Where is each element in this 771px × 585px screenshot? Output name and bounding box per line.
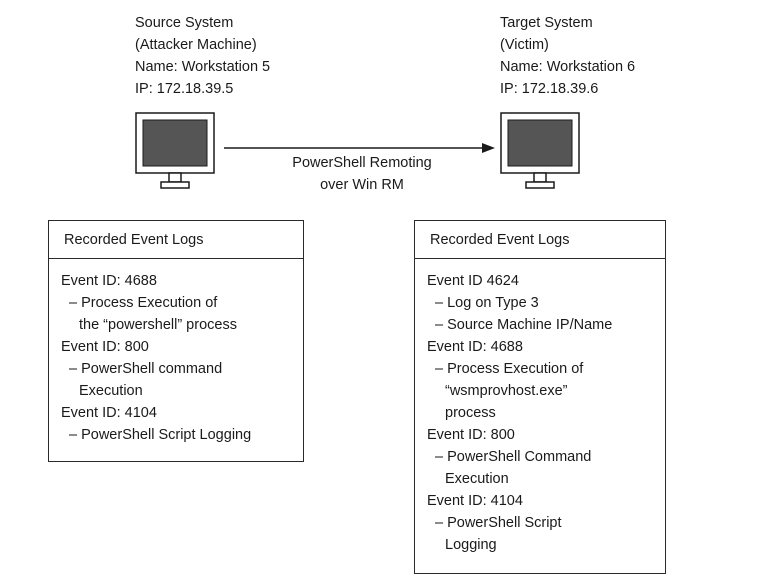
arrow-right-icon [224,143,495,153]
target-system-ip: IP: 172.18.39.6 [500,81,599,97]
source-event-log-box: Recorded Event Logs Event ID: 4688 – Pro… [48,220,304,462]
event-id-line: Event ID 4624 [427,273,519,289]
event-id-line: Event ID: 800 [61,339,149,355]
connection-label-line: over Win RM [320,177,404,193]
event-detail-line: Execution [79,383,143,399]
event-id-line: Event ID: 4104 [427,493,523,509]
source-monitor-icon [135,112,215,189]
target-log-body: Event ID 4624 – Log on Type 3 – Source M… [415,259,665,556]
event-detail-line: – Source Machine IP/Name [435,317,613,333]
target-system-role: (Victim) [500,37,549,53]
source-system-title: Source System [135,15,234,31]
source-system-ip: IP: 172.18.39.5 [135,81,234,97]
source-system-label: Source System (Attacker Machine) Name: W… [135,12,270,100]
event-id-line: Event ID: 800 [427,427,515,443]
target-log-header: Recorded Event Logs [415,221,665,259]
event-detail-line: Execution [445,471,509,487]
event-detail-line: process [445,405,496,421]
connection-label: PowerShell Remoting over Win RM [262,152,462,196]
target-event-log-box: Recorded Event Logs Event ID 4624 – Log … [414,220,666,574]
connection-label-line: PowerShell Remoting [292,155,432,171]
event-detail-line: – PowerShell Script [435,515,562,531]
source-system-name: Name: Workstation 5 [135,59,271,75]
target-system-title: Target System [500,15,593,31]
event-detail-line: – Process Execution of [435,361,584,377]
source-log-header: Recorded Event Logs [49,221,303,259]
event-detail-line: – Process Execution of [69,295,218,311]
source-system-role: (Attacker Machine) [135,37,257,53]
event-id-line: Event ID: 4688 [61,273,157,289]
event-detail-line: – PowerShell Script Logging [69,427,252,443]
event-detail-line: Logging [445,537,497,553]
event-detail-line: – Log on Type 3 [435,295,539,311]
source-log-body: Event ID: 4688 – Process Execution of th… [49,259,303,446]
target-monitor-icon [500,112,580,189]
event-detail-line: – PowerShell command [69,361,223,377]
event-detail-line: “wsmprovhost.exe” [445,383,568,399]
event-id-line: Event ID: 4688 [427,339,523,355]
event-id-line: Event ID: 4104 [61,405,157,421]
event-detail-line: the “powershell” process [79,317,237,333]
event-detail-line: – PowerShell Command [435,449,592,465]
target-system-label: Target System (Victim) Name: Workstation… [500,12,635,100]
target-system-name: Name: Workstation 6 [500,59,636,75]
